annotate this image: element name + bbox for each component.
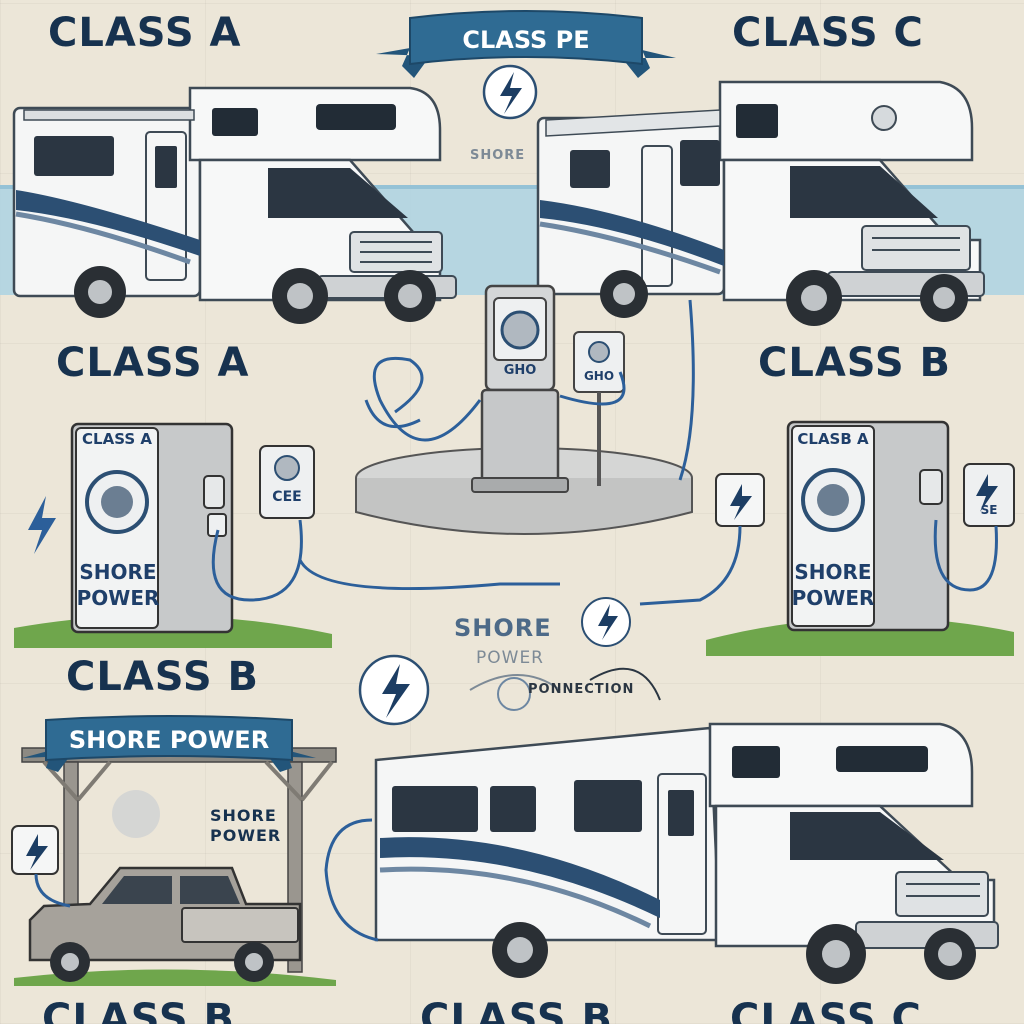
label-top-left: CLASS A xyxy=(48,10,242,56)
pedestal-sign-text: GHO xyxy=(503,363,537,378)
label-bottom-center: CLASS B xyxy=(420,996,614,1024)
left-panel-title: CLASS A xyxy=(82,430,152,448)
rv-bottom-right xyxy=(324,722,999,984)
lightning-icon xyxy=(730,484,752,520)
rv-top-left xyxy=(12,86,457,324)
label-mid-left: CLASS A xyxy=(56,340,250,386)
carport-truck xyxy=(11,747,337,986)
label-bottom-right: CLASS C xyxy=(730,996,922,1024)
lightning-icon xyxy=(358,654,430,726)
center-power-text: POWER xyxy=(476,648,544,668)
banner-top-text: CLASS PE xyxy=(462,26,590,54)
carport-power-text: POWER xyxy=(210,826,282,845)
carport-shore-text: SHORE xyxy=(210,806,277,825)
connection-icon xyxy=(469,667,661,711)
banner-left-text: SHORE POWER xyxy=(68,726,270,754)
connection-text: PONNECTION xyxy=(528,682,635,697)
banner-left: SHORE POWER xyxy=(22,712,316,772)
right-power-panel xyxy=(639,420,1015,656)
label-mid-right: CLASS B xyxy=(758,340,952,386)
left-panel-line1: SHORE xyxy=(79,560,157,584)
banner-top: CLASS PE xyxy=(376,8,676,78)
lightning-icon xyxy=(482,64,538,120)
lightning-icon xyxy=(976,474,998,512)
right-panel-line2: POWER xyxy=(791,586,875,610)
left-outlet-text: CEE xyxy=(272,489,302,505)
right-panel-title: CLASB A xyxy=(797,430,869,448)
label-top-right: CLASS C xyxy=(732,10,924,56)
left-panel-line2: POWER xyxy=(76,586,160,610)
label-bottom-left: CLASS B xyxy=(42,996,236,1024)
caption-top-shore: SHORE xyxy=(470,148,526,163)
lightning-icon xyxy=(26,834,48,870)
label-low-left: CLASS B xyxy=(66,654,260,700)
right-outlet-text: SE xyxy=(980,503,998,517)
rv-top-right xyxy=(536,80,985,326)
side-outlet-text: GHO xyxy=(583,369,615,383)
left-power-panel xyxy=(14,422,560,648)
center-pedestal xyxy=(355,284,695,535)
lightning-icon xyxy=(28,496,56,554)
center-shore-text: SHORE xyxy=(454,614,552,642)
right-panel-line1: SHORE xyxy=(794,560,872,584)
lightning-icon xyxy=(581,597,631,647)
